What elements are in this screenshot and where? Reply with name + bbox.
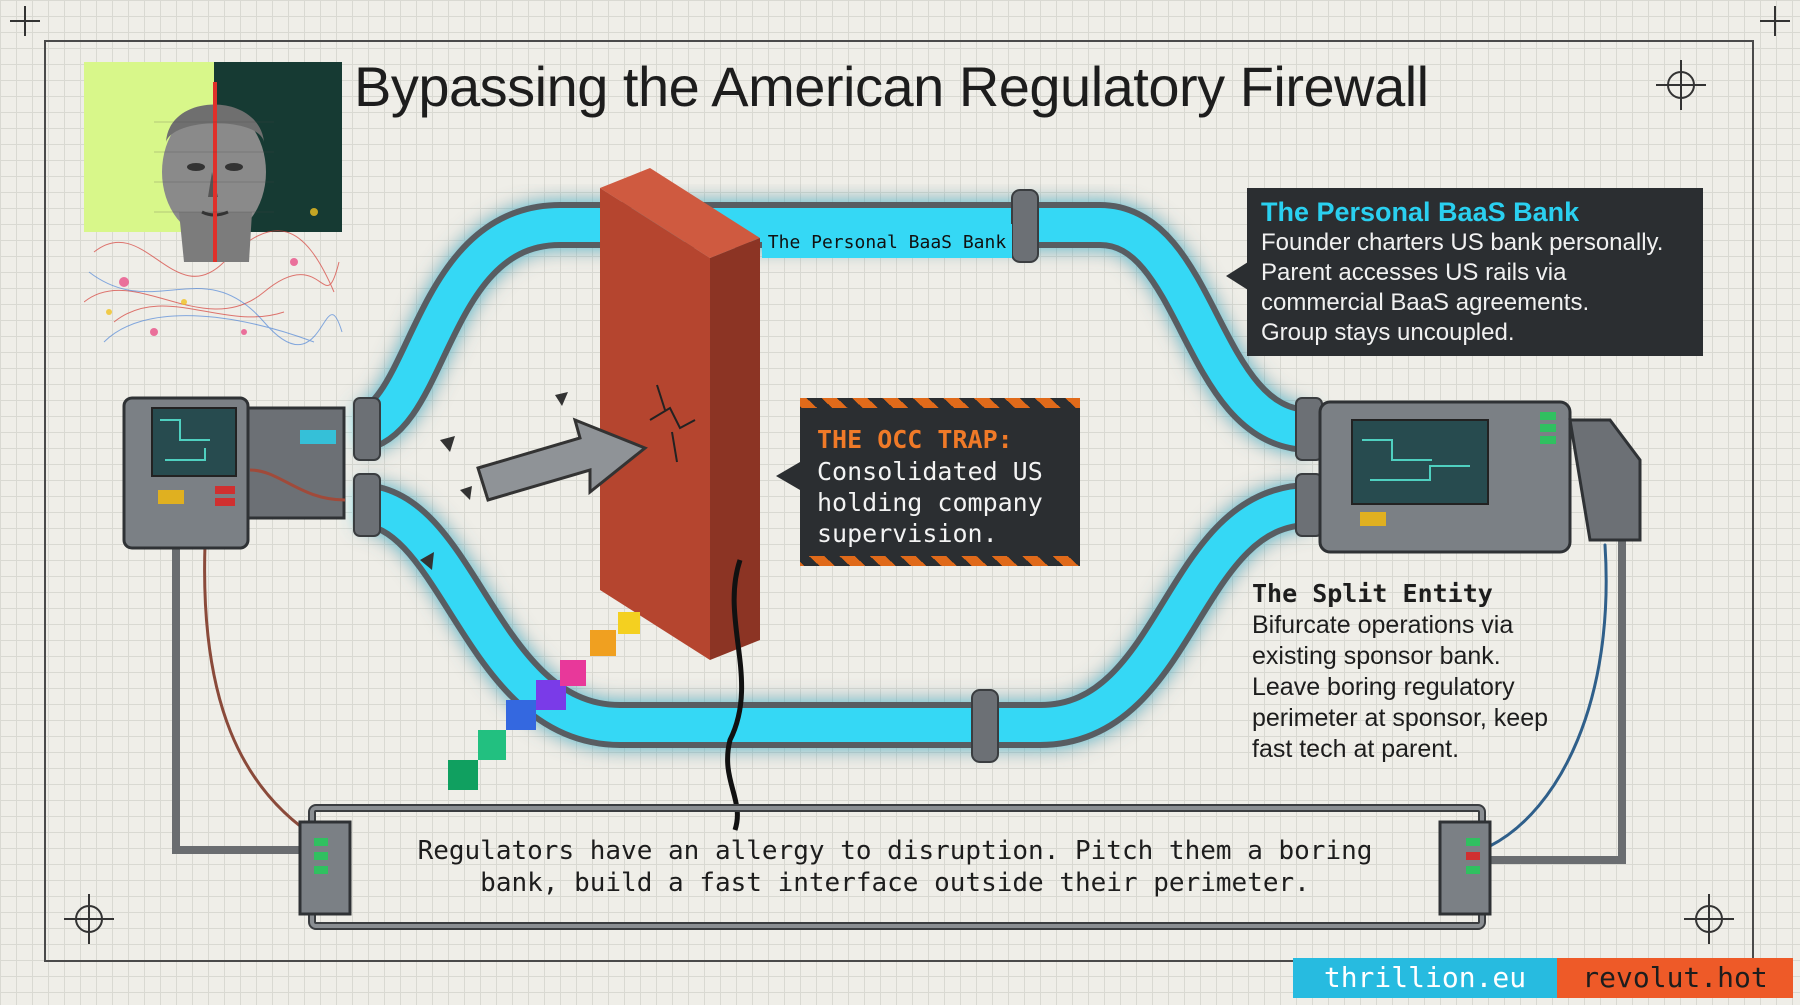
banner-frame	[298, 804, 1492, 930]
top-pipe	[353, 202, 1312, 453]
bottom-pipe	[357, 482, 1312, 748]
split-line: existing sponsor bank.	[1252, 642, 1501, 670]
thrillion-badge[interactable]: thrillion.eu	[1293, 958, 1557, 998]
baas-callout: The Personal BaaS Bank Founder charters …	[1247, 188, 1703, 356]
takeaway-banner: Regulators have an allergy to disruption…	[360, 812, 1430, 922]
split-heading: The Split Entity	[1252, 579, 1493, 608]
pipe-clamps	[353, 189, 1323, 763]
callout-pointer	[776, 462, 800, 490]
baas-line: commercial BaaS agreements.	[1261, 289, 1590, 316]
split-line: perimeter at sponsor, keep	[1252, 704, 1548, 732]
sculpture-collage-image	[84, 62, 343, 346]
baas-line: Group stays uncoupled.	[1261, 319, 1515, 346]
split-line: Bifurcate operations via	[1252, 611, 1514, 639]
occ-line: Consolidated US	[817, 457, 1043, 486]
crosshair-icon	[1684, 894, 1734, 944]
callout-pointer	[1226, 262, 1248, 290]
occ-line: supervision.	[817, 519, 998, 548]
banner-line: bank, build a fast interface outside the…	[480, 868, 1310, 898]
breakthrough-arrow-icon	[476, 417, 648, 502]
crosshair-icon	[1656, 60, 1706, 110]
split-entity-text: The Split Entity Bifurcate operations vi…	[1252, 578, 1612, 765]
pixel-glitch	[448, 612, 640, 790]
baas-heading: The Personal BaaS Bank	[1261, 197, 1580, 227]
baas-line: Parent accesses US rails via	[1261, 259, 1567, 286]
corner-cross-icon	[1760, 6, 1790, 36]
baas-line: Founder charters US bank personally.	[1261, 229, 1664, 256]
pipe-label: The Personal BaaS Bank	[768, 232, 1007, 253]
split-line: fast tech at parent.	[1252, 735, 1460, 763]
crosshair-icon	[64, 894, 114, 944]
pipe-label-plate	[762, 224, 1012, 258]
ground-cables	[172, 536, 1626, 864]
left-server-machine	[122, 396, 346, 550]
banner-line: Regulators have an allergy to disruption…	[417, 836, 1373, 866]
revolut-badge[interactable]: revolut.hot	[1557, 958, 1793, 998]
occ-heading: THE OCC TRAP:	[817, 425, 1013, 454]
occ-trap-callout: THE OCC TRAP: Consolidated US holding co…	[800, 398, 1080, 566]
occ-line: holding company	[817, 488, 1043, 517]
corner-cross-icon	[10, 6, 40, 36]
regulatory-wall	[600, 168, 760, 831]
right-server-machine	[1318, 400, 1642, 554]
page-title: Bypassing the American Regulatory Firewa…	[354, 55, 1429, 118]
split-line: Leave boring regulatory	[1252, 673, 1515, 701]
blueprint-frame	[44, 40, 1754, 962]
debris	[420, 392, 568, 570]
